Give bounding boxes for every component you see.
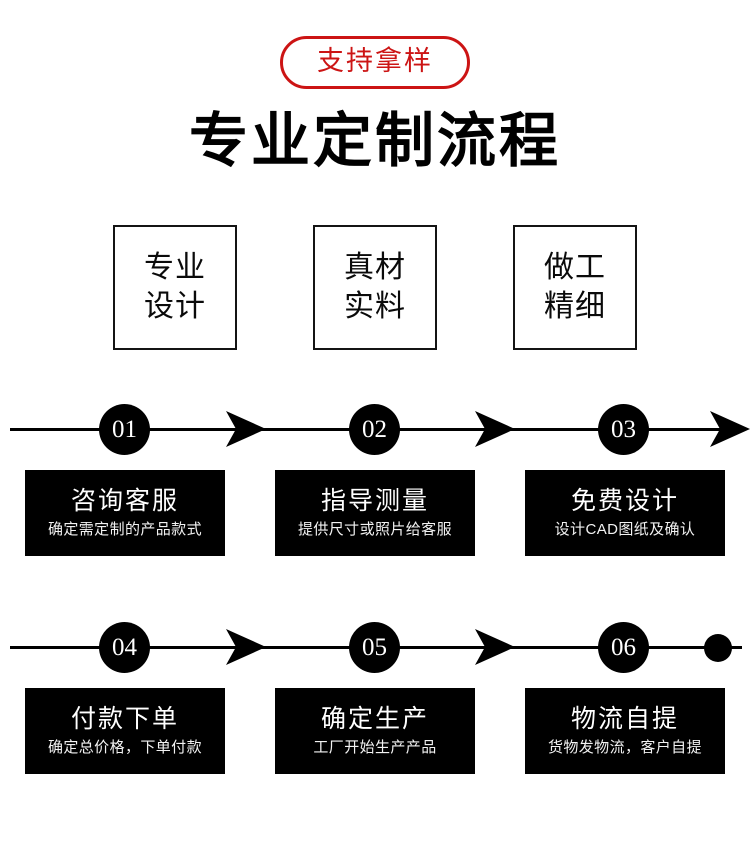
step-subtitle: 提供尺寸或照片给客服 bbox=[297, 521, 452, 539]
process-flow: 01 02 03 咨询客服 确定需定制的产品款式 指导测量 提供尺寸或照片给客服 bbox=[0, 398, 750, 774]
step-number-04: 04 bbox=[99, 621, 150, 673]
step-number-01: 01 bbox=[99, 403, 150, 455]
step-card-01: 咨询客服 确定需定制的产品款式 bbox=[25, 469, 225, 556]
step-card-03: 免费设计 设计CAD图纸及确认 bbox=[525, 469, 725, 556]
feature-box-group: 专业 设计 真材 实料 做工 精细 bbox=[0, 224, 750, 350]
step-subtitle: 工厂开始生产产品 bbox=[313, 739, 437, 757]
arrow-right-icon bbox=[471, 407, 517, 451]
step-number-02: 02 bbox=[349, 403, 400, 455]
step-subtitle: 确定总价格，下单付款 bbox=[47, 739, 202, 757]
feature-line-1: 真材 bbox=[344, 250, 406, 284]
feature-line-2: 实料 bbox=[344, 290, 406, 324]
arrow-right-icon bbox=[222, 407, 268, 451]
feature-box-design: 专业 设计 bbox=[113, 224, 237, 350]
sample-support-badge: 支持拿样 bbox=[280, 36, 470, 89]
step-card-group-1: 咨询客服 确定需定制的产品款式 指导测量 提供尺寸或照片给客服 免费设计 设计C… bbox=[0, 469, 750, 556]
feature-line-2: 设计 bbox=[144, 290, 206, 324]
step-title: 物流自提 bbox=[570, 704, 679, 733]
flow-track-2: 04 05 06 bbox=[0, 616, 750, 678]
step-subtitle: 货物发物流，客户自提 bbox=[547, 739, 702, 757]
flow-end-dot-icon bbox=[704, 633, 732, 662]
feature-line-1: 做工 bbox=[544, 250, 606, 284]
step-card-05: 确定生产 工厂开始生产产品 bbox=[275, 687, 475, 774]
step-title: 指导测量 bbox=[320, 486, 429, 515]
page-header: 支持拿样 专业定制流程 bbox=[0, 0, 750, 173]
step-number-03: 03 bbox=[598, 403, 649, 455]
page-title: 专业定制流程 bbox=[188, 108, 561, 174]
step-card-02: 指导测量 提供尺寸或照片给客服 bbox=[275, 469, 475, 556]
step-title: 确定生产 bbox=[320, 704, 429, 733]
arrow-right-icon bbox=[471, 625, 517, 669]
flow-row-1: 01 02 03 咨询客服 确定需定制的产品款式 指导测量 提供尺寸或照片给客服 bbox=[0, 398, 750, 556]
step-card-group-2: 付款下单 确定总价格，下单付款 确定生产 工厂开始生产产品 物流自提 货物发物流… bbox=[0, 687, 750, 774]
step-title: 免费设计 bbox=[570, 486, 679, 515]
flow-row-2: 04 05 06 付款下单 确定总价格，下单付款 确定生产 工厂开始生产产品 物… bbox=[0, 616, 750, 774]
step-title: 咨询客服 bbox=[70, 486, 179, 515]
flow-track-1: 01 02 03 bbox=[0, 398, 750, 460]
step-number-06: 06 bbox=[598, 621, 649, 673]
feature-line-2: 精细 bbox=[544, 290, 606, 324]
feature-line-1: 专业 bbox=[144, 250, 206, 284]
step-card-06: 物流自提 货物发物流，客户自提 bbox=[525, 687, 725, 774]
step-subtitle: 设计CAD图纸及确认 bbox=[554, 521, 696, 539]
arrow-right-icon bbox=[706, 407, 750, 451]
arrow-right-icon bbox=[222, 625, 268, 669]
feature-box-workmanship: 做工 精细 bbox=[513, 224, 637, 350]
step-number-05: 05 bbox=[349, 621, 400, 673]
step-card-04: 付款下单 确定总价格，下单付款 bbox=[25, 687, 225, 774]
step-subtitle: 确定需定制的产品款式 bbox=[47, 521, 202, 539]
step-title: 付款下单 bbox=[70, 704, 179, 733]
feature-box-material: 真材 实料 bbox=[313, 224, 437, 350]
